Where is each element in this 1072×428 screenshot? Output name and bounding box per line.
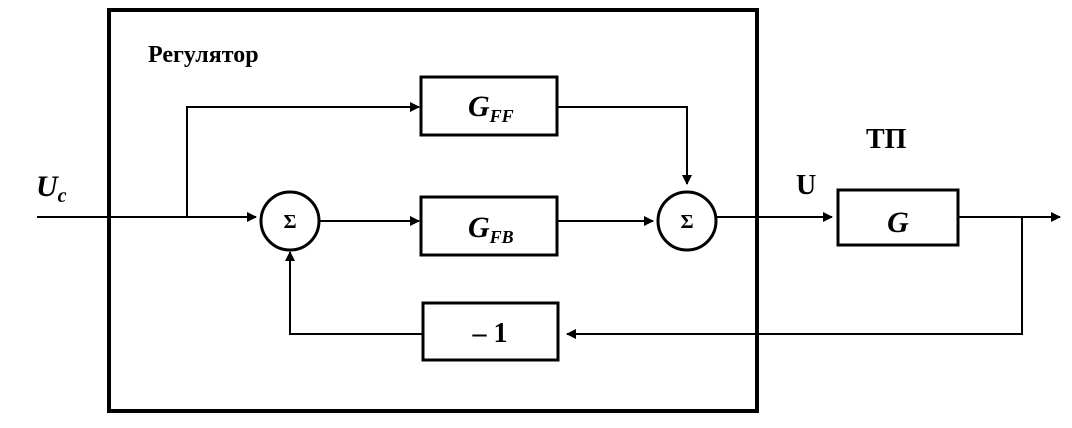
input-signal-main: U (36, 170, 59, 203)
feedforward-block-label: GFF (468, 90, 514, 126)
right-summing-junction (656, 190, 718, 252)
left-summing-symbol: Σ (283, 211, 296, 233)
plant-block (836, 188, 960, 247)
negation-block (421, 301, 560, 362)
feedback-path-wire (566, 217, 1023, 339)
negation-block-label: – 1 (472, 318, 508, 349)
control-signal-label: U (796, 170, 816, 201)
plant-block-label: G (887, 206, 909, 239)
negation-to-summer-wire (285, 251, 423, 335)
feedforward-block-sub: FF (489, 106, 514, 126)
input-signal-sub: c (58, 185, 67, 207)
plant-label: ТП (866, 124, 907, 155)
right-summing-symbol: Σ (680, 211, 693, 233)
controller-label: Регулятор (148, 42, 259, 68)
feedforward-block-main: G (468, 90, 490, 123)
feedback-block (419, 195, 559, 257)
feedback-block-label: GFB (468, 211, 514, 247)
controller-frame (107, 8, 759, 413)
input-signal-label: Uc (36, 170, 67, 207)
feedforward-output-wire (557, 106, 692, 185)
feedforward-block (419, 75, 559, 137)
feedback-block-main: G (468, 211, 490, 244)
feedforward-branch-wire (186, 102, 420, 217)
feedback-block-sub: FB (489, 227, 514, 247)
